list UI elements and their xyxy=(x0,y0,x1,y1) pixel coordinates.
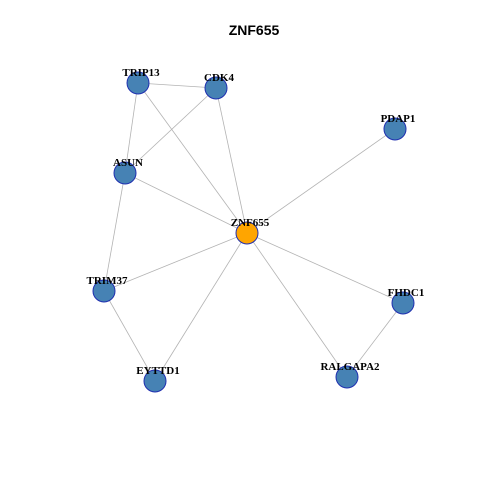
node-pdap1 xyxy=(383,117,407,141)
edge-cdk4-znf655 xyxy=(215,87,248,234)
node-label-asun: ASUN xyxy=(113,157,143,169)
node-trim37 xyxy=(92,279,116,303)
node-ralgapa2 xyxy=(335,365,359,389)
edge-asun-znf655 xyxy=(124,172,248,234)
node-label-znf655: ZNF655 xyxy=(231,217,270,229)
edge-trim37-znf655 xyxy=(103,232,248,292)
edge-trip13-znf655 xyxy=(137,82,248,234)
node-trip13 xyxy=(126,71,150,95)
edge-fhdc1-ralgapa2 xyxy=(346,302,404,378)
node-eyttd1 xyxy=(143,369,167,393)
edge-asun-trim37 xyxy=(103,172,126,292)
edge-layer xyxy=(103,82,404,382)
graph-title: ZNF655 xyxy=(229,22,280,38)
edge-znf655-ralgapa2 xyxy=(246,232,348,378)
node-label-fhdc1: FHDC1 xyxy=(388,287,425,299)
edge-znf655-fhdc1 xyxy=(246,232,404,304)
edge-eyttd1-znf655 xyxy=(154,232,248,382)
node-cdk4 xyxy=(204,76,228,100)
edge-trim37-eyttd1 xyxy=(103,290,156,382)
edge-trip13-asun xyxy=(124,82,139,174)
node-znf655 xyxy=(235,221,259,245)
node-layer xyxy=(92,71,415,393)
node-asun xyxy=(113,161,137,185)
edge-pdap1-znf655 xyxy=(246,128,396,234)
node-label-eyttd1: EYTTD1 xyxy=(136,365,179,377)
edge-cdk4-asun xyxy=(124,87,217,174)
node-label-trip13: TRIP13 xyxy=(122,67,160,79)
node-label-ralgapa2: RALGAPA2 xyxy=(320,361,380,373)
node-label-cdk4: CDK4 xyxy=(204,72,234,84)
edge-trip13-cdk4 xyxy=(137,82,217,89)
node-label-trim37: TRIM37 xyxy=(87,275,128,287)
node-label-pdap1: PDAP1 xyxy=(381,113,416,125)
node-fhdc1 xyxy=(391,291,415,315)
